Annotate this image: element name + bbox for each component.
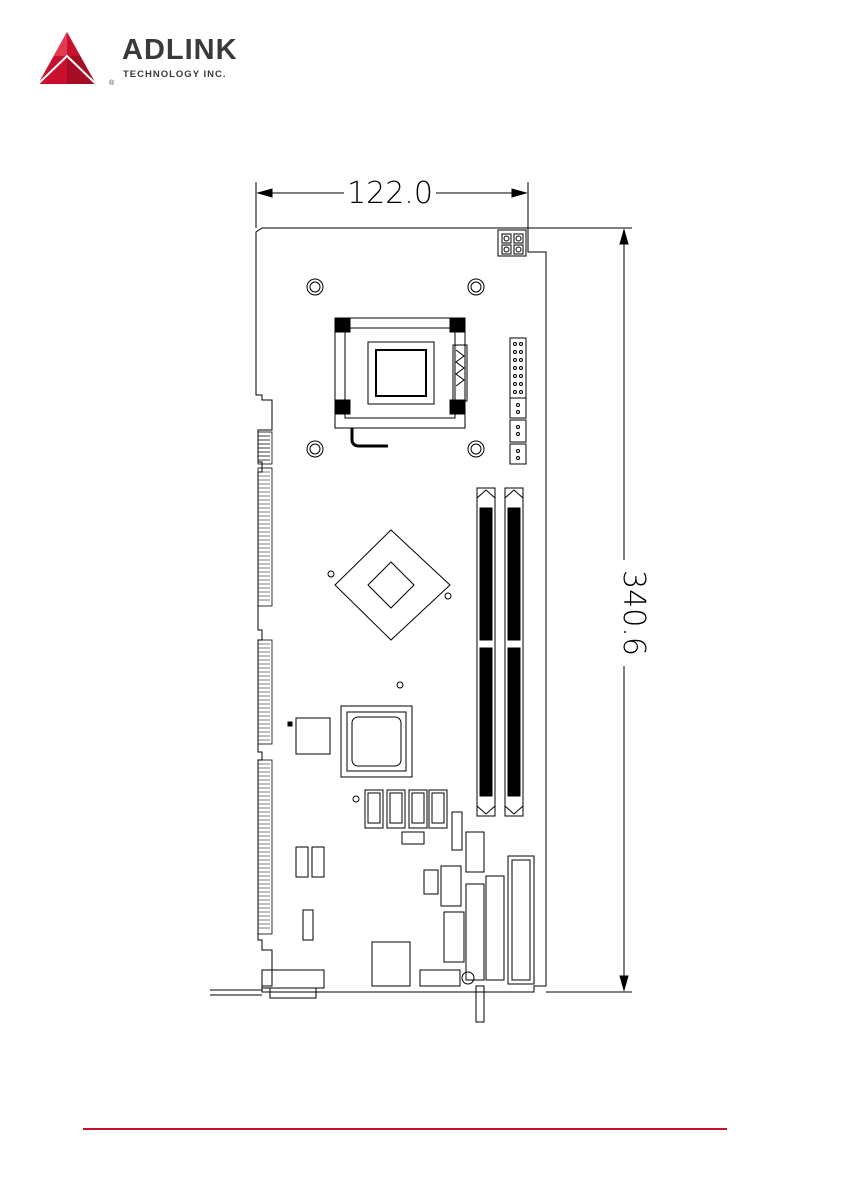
edge-connector xyxy=(258,432,272,934)
front-panel-header xyxy=(510,338,526,464)
cpu-mounting-holes xyxy=(307,279,484,457)
width-dimension-label: 122.0 xyxy=(347,176,433,211)
atx-power-connector xyxy=(498,230,526,256)
io-bracket xyxy=(210,942,484,1022)
footer-rule xyxy=(83,1128,727,1130)
height-dimension-label: 340.6 xyxy=(616,570,651,656)
dimm-slot-2 xyxy=(505,488,523,816)
sata-connectors xyxy=(353,790,462,850)
cpu-socket xyxy=(335,318,467,446)
southbridge-chip xyxy=(288,706,412,777)
ide-headers xyxy=(466,856,534,984)
northbridge-chip xyxy=(328,530,451,640)
dimm-slot-1 xyxy=(477,488,495,816)
